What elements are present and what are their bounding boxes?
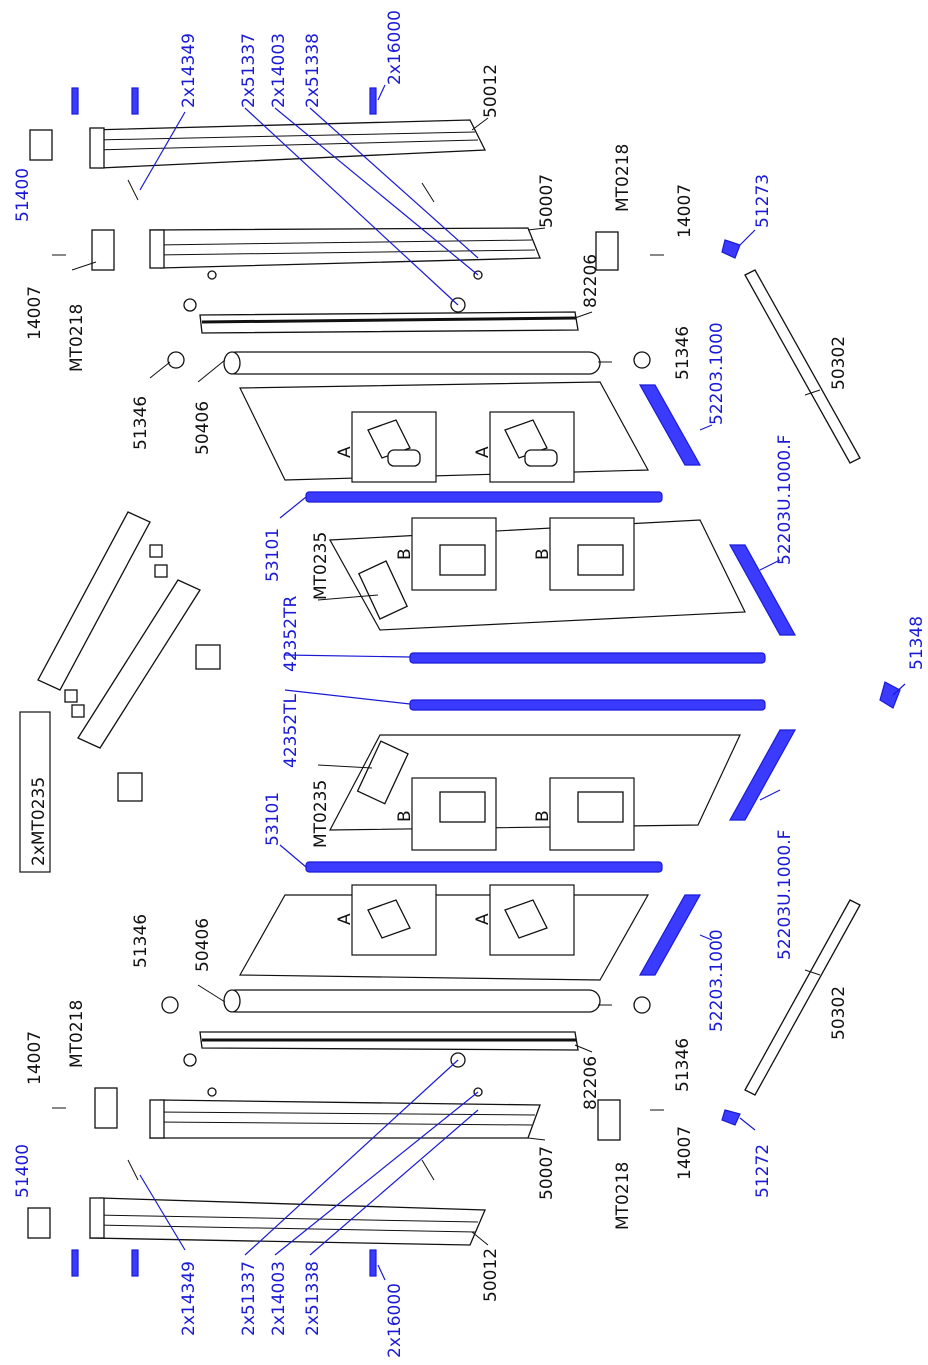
glass-panel-a-top bbox=[239, 381, 649, 483]
label-2x51338-top: 2x51338 bbox=[303, 33, 323, 108]
label-50406-bottom: 50406 bbox=[193, 918, 213, 972]
label-mt0235-b: MT0235 bbox=[311, 780, 331, 848]
panel-letter-b3: B bbox=[395, 810, 415, 822]
title-text: 2xMT0235 bbox=[29, 777, 49, 866]
label-2x14349-bottom: 2x14349 bbox=[179, 1261, 199, 1336]
glass-panel-b-top bbox=[329, 517, 746, 631]
label-mt0218-bottom-right: MT0218 bbox=[613, 1162, 633, 1230]
label-50302-bottom: 50302 bbox=[829, 986, 849, 1040]
label-2x14003-top: 2x14003 bbox=[269, 33, 289, 108]
label-2x14003-bottom: 2x14003 bbox=[269, 1261, 289, 1336]
rail-42352tl bbox=[409, 699, 766, 711]
label-14007-top-right: 14007 bbox=[675, 184, 695, 238]
label-52203-1000-bottom: 52203.1000 bbox=[707, 929, 727, 1032]
label-51346-bottom-left: 51346 bbox=[131, 914, 151, 968]
title-box: 2xMT0235 bbox=[19, 711, 51, 873]
profile-50012-top bbox=[89, 119, 487, 169]
label-82206-bottom: 82206 bbox=[581, 1056, 601, 1110]
label-50302-top: 50302 bbox=[829, 336, 849, 390]
label-2x51337-bottom: 2x51337 bbox=[239, 1261, 259, 1336]
seal-82206-bottom bbox=[199, 1031, 579, 1051]
label-mt0218-bottom-left: MT0218 bbox=[67, 1000, 87, 1068]
label-mt0235-a: MT0235 bbox=[311, 532, 331, 600]
label-52203u-top: 52203U.1000.F bbox=[775, 435, 795, 565]
profile-50012-bottom bbox=[89, 1197, 486, 1246]
label-51400-bottom: 51400 bbox=[13, 1144, 33, 1198]
label-42352tl: 42352TL bbox=[281, 694, 301, 768]
rail-53101-a bbox=[305, 491, 663, 503]
label-50012-bottom: 50012 bbox=[481, 1248, 501, 1302]
panel-letter-a1: A bbox=[335, 446, 355, 458]
label-2x16000-top: 2x16000 bbox=[385, 10, 405, 85]
glass-panel-b-bottom bbox=[328, 734, 741, 851]
panel-letter-a2: A bbox=[473, 446, 493, 458]
label-42352tr: 42352TR bbox=[281, 596, 301, 672]
label-51346-bottom-right: 51346 bbox=[673, 1038, 693, 1092]
label-mt0218-top-left: MT0218 bbox=[67, 304, 87, 372]
tube-50406-bottom bbox=[223, 989, 601, 1013]
label-14007-bottom-left: 14007 bbox=[25, 1031, 45, 1085]
label-2x51338-bottom: 2x51338 bbox=[303, 1261, 323, 1336]
label-51346-top-right: 51346 bbox=[673, 326, 693, 380]
label-52203u-bottom: 52203U.1000.F bbox=[775, 830, 795, 960]
label-50007-bottom: 50007 bbox=[537, 1146, 557, 1200]
handle-assembly-mt0235 bbox=[37, 511, 221, 802]
rail-53101-b bbox=[305, 861, 663, 873]
panel-letter-a4: A bbox=[473, 913, 493, 925]
label-51272: 51272 bbox=[753, 1144, 773, 1198]
profile-50007-top bbox=[149, 227, 541, 269]
label-14007-top-left: 14007 bbox=[25, 286, 45, 340]
panel-letter-b4: B bbox=[533, 810, 553, 822]
label-52203-1000-top: 52203.1000 bbox=[707, 322, 727, 425]
panel-letter-b1: B bbox=[395, 548, 415, 560]
label-2x51337-top: 2x51337 bbox=[239, 33, 259, 108]
label-51400-top: 51400 bbox=[13, 168, 33, 222]
label-50012-top: 50012 bbox=[481, 64, 501, 118]
profile-50007-bottom bbox=[149, 1099, 541, 1139]
leader-lines bbox=[71, 84, 906, 1281]
label-51273: 51273 bbox=[753, 174, 773, 228]
seal-82206-top bbox=[199, 311, 579, 334]
blue-hardware bbox=[71, 87, 901, 1277]
panel-letter-b2: B bbox=[533, 548, 553, 560]
rod-50302-bottom bbox=[744, 899, 861, 1096]
label-53101-a: 53101 bbox=[263, 528, 283, 582]
rail-42352tr bbox=[409, 652, 766, 664]
tube-50406-top bbox=[223, 351, 601, 375]
label-14007-bottom-right: 14007 bbox=[675, 1126, 695, 1180]
label-mt0218-top-right: MT0218 bbox=[613, 144, 633, 212]
label-82206-top: 82206 bbox=[581, 254, 601, 308]
label-50406-top: 50406 bbox=[193, 401, 213, 455]
label-2x16000-bottom: 2x16000 bbox=[385, 1283, 405, 1358]
rod-50302-top bbox=[744, 269, 861, 464]
label-50007-top: 50007 bbox=[537, 174, 557, 228]
label-51348: 51348 bbox=[907, 616, 927, 670]
label-2x14349-top: 2x14349 bbox=[179, 33, 199, 108]
label-51346-top-left: 51346 bbox=[131, 396, 151, 450]
label-53101-b: 53101 bbox=[263, 792, 283, 846]
panel-letter-a3: A bbox=[335, 913, 355, 925]
glass-panel-a-bottom bbox=[238, 884, 650, 981]
